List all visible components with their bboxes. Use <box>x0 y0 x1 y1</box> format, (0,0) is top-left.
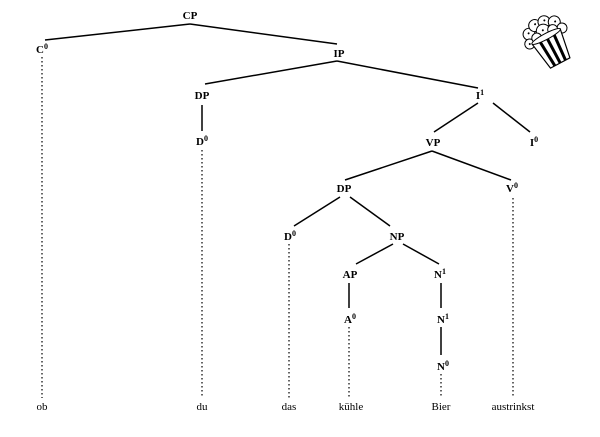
branch-cp-ip <box>189 23 338 45</box>
branch-i1-i0 <box>492 102 531 133</box>
branch-dp2-d02 <box>293 196 341 227</box>
branch-dp2-np <box>349 196 391 227</box>
node-d0-object: D0 <box>284 229 296 243</box>
branch-ip-dp1 <box>204 60 338 85</box>
node-vp: VP <box>426 137 441 149</box>
tree-branches <box>44 23 531 355</box>
node-i1: I1 <box>476 88 484 102</box>
node-n0: N0 <box>437 359 449 373</box>
branch-np-n1a <box>402 243 440 265</box>
leaf-du: du <box>197 401 209 413</box>
leaf-ob: ob <box>37 401 49 413</box>
node-np: NP <box>390 231 405 243</box>
node-dp-subject: DP <box>195 90 210 102</box>
node-d0-subject: D0 <box>196 134 208 148</box>
node-dp-object: DP <box>337 183 352 195</box>
branch-np-ap <box>355 243 394 265</box>
branch-vp-dp2 <box>344 150 433 181</box>
node-ap: AP <box>343 269 358 281</box>
leaf-kuehle: kühle <box>339 401 364 413</box>
branch-vp-v0 <box>431 150 512 181</box>
node-n1-upper: N1 <box>434 267 446 281</box>
branch-i1-vp <box>433 102 479 133</box>
node-i0: I0 <box>530 135 538 149</box>
leaf-das: das <box>282 401 297 413</box>
branch-cp-c0 <box>44 23 191 41</box>
node-cp: CP <box>183 10 198 22</box>
node-ip: IP <box>334 48 345 60</box>
node-c0: C0 <box>36 42 48 56</box>
popcorn-bucket-icon <box>522 15 571 69</box>
leaf-bier: Bier <box>432 401 451 413</box>
node-v0: V0 <box>506 181 518 195</box>
leaf-austrinkst: austrinkst <box>492 401 535 413</box>
node-labels: CP C0 IP DP D0 I1 VP I0 DP V0 D0 NP AP N… <box>36 10 538 373</box>
branch-ip-i1 <box>336 60 479 89</box>
node-n1-lower: N1 <box>437 312 449 326</box>
leaf-words: ob du das kühle Bier austrinkst <box>37 401 535 413</box>
terminal-links <box>41 57 514 398</box>
node-a0: A0 <box>344 312 356 326</box>
